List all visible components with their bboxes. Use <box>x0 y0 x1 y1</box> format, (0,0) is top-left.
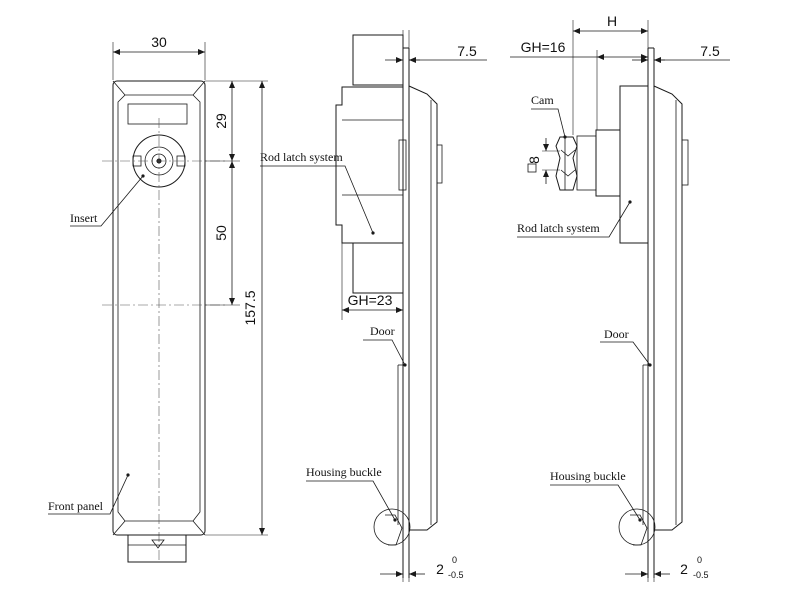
dim-7-5-middle: 7.5 <box>457 43 477 59</box>
tol-upper-right: 0 <box>697 555 702 565</box>
dim-h: H <box>607 13 617 29</box>
housing-profile-middle <box>408 85 438 531</box>
cam-assembly <box>555 129 621 197</box>
label-door-middle: Door <box>370 324 395 338</box>
label-rod-latch-middle: Rod latch system <box>260 150 343 164</box>
label-door-right: Door <box>604 327 629 341</box>
dim-gh-16: GH=16 <box>521 39 566 55</box>
label-insert: Insert <box>70 211 98 225</box>
latch-body-middle <box>335 86 404 244</box>
label-front-panel: Front panel <box>48 499 104 513</box>
label-housing-buckle-middle: Housing buckle <box>306 465 382 479</box>
side-view-middle: 7.5 GH=23 2 0 -0.5 Rod latch system Door… <box>260 30 487 582</box>
dim-2-middle: 2 <box>436 561 444 577</box>
dim-gh-23: GH=23 <box>348 292 393 308</box>
side-view-right: H GH=16 7.5 8 2 0 -0.5 Cam Rod latch sys… <box>510 13 730 582</box>
tol-lower-middle: -0.5 <box>448 570 464 580</box>
dim-width-30: 30 <box>151 34 167 50</box>
housing-profile-right <box>653 85 683 531</box>
label-cam: Cam <box>531 93 554 107</box>
latch-body-right <box>619 85 649 244</box>
dim-2-right: 2 <box>680 561 688 577</box>
dim-cam-8: 8 <box>526 156 542 164</box>
label-rod-latch-right: Rod latch system <box>517 221 600 235</box>
dim-157-5: 157.5 <box>242 290 258 325</box>
label-window <box>127 103 188 125</box>
bottom-cylinder <box>127 534 187 563</box>
rod-bottom <box>352 242 404 294</box>
tol-lower-right: -0.5 <box>693 570 709 580</box>
dim-50: 50 <box>213 225 229 241</box>
dim-7-5-right: 7.5 <box>700 43 720 59</box>
label-housing-buckle-right: Housing buckle <box>550 469 626 483</box>
tol-upper-middle: 0 <box>452 555 457 565</box>
front-view: 30 29 50 157.5 Insert Front panel <box>48 34 268 563</box>
housing-buckle-circle-right <box>618 508 656 546</box>
dim-29: 29 <box>213 113 229 129</box>
